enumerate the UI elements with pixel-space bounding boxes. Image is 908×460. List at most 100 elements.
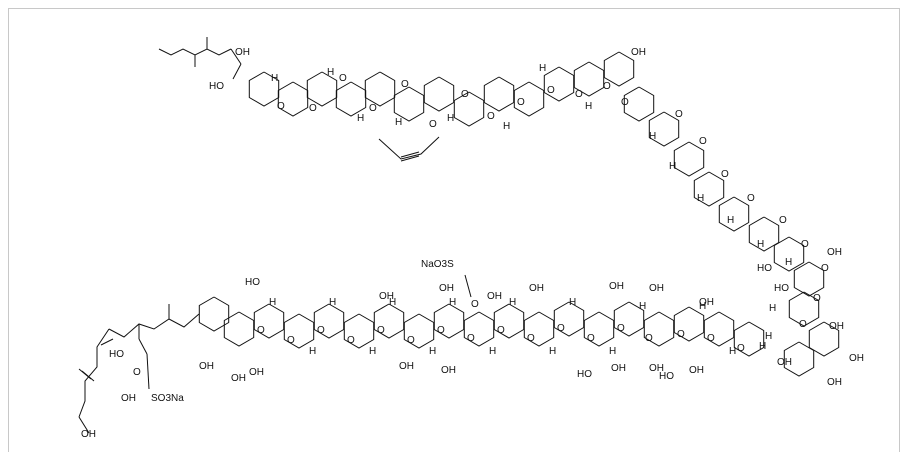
ring-oxygen-label: O (813, 293, 821, 304)
ring-oxygen-label: O (497, 325, 505, 336)
ring-oxygen-label: O (377, 325, 385, 336)
hydrogen-label: H (329, 297, 336, 308)
hydroxyl-label: OH (777, 357, 792, 368)
hydrogen-label: H (785, 257, 792, 268)
ring-oxygen-label: O (461, 89, 469, 100)
ring-oxygen-label: O (287, 335, 295, 346)
lower-ring (283, 313, 315, 349)
ring-oxygen-label: O (429, 119, 437, 130)
hydrogen-label: H (585, 101, 592, 112)
hydroxyl-label: OH (649, 363, 664, 374)
lower-ring (553, 301, 585, 337)
hydroxyl-label: OH (829, 321, 844, 332)
hydrogen-label: H (309, 346, 316, 357)
double-bond (400, 155, 420, 162)
hydrogen-label: H (765, 331, 772, 342)
hydroxyl-label: OH (439, 283, 454, 294)
ring-oxygen-label: O (557, 323, 565, 334)
ring-oxygen-label: O (277, 101, 285, 112)
right-ring (718, 196, 750, 232)
upper-ring (513, 81, 545, 117)
hydroxyl-label: OH (487, 291, 502, 302)
upper-ring (335, 81, 367, 117)
hydrogen-label: H (327, 67, 334, 78)
lower-ring (343, 313, 375, 349)
hydrogen-label: H (757, 239, 764, 250)
ring-oxygen-label: O (527, 333, 535, 344)
upper-ring (393, 86, 425, 122)
hydrogen-label: H (449, 297, 456, 308)
hydroxyl-label: HO (774, 283, 789, 294)
hydroxyl-label: OH (235, 47, 250, 58)
hydroxyl-label: OH (231, 373, 246, 384)
hydroxyl-label: OH (631, 47, 646, 58)
hydrogen-label: H (503, 121, 510, 132)
ring-oxygen-label: O (257, 325, 265, 336)
hydroxyl-label: OH (529, 283, 544, 294)
right-ring (648, 111, 680, 147)
ring-oxygen-label: O (779, 215, 787, 226)
hydrogen-label: H (699, 301, 706, 312)
hydroxyl-label: OH (249, 367, 264, 378)
ring-oxygen-label: O (487, 111, 495, 122)
ring-oxygen-label: O (317, 325, 325, 336)
hydroxyl-label: HO (109, 349, 124, 360)
upper-ring (364, 71, 396, 107)
hydrogen-label: H (669, 161, 676, 172)
ring-oxygen-label: O (407, 335, 415, 346)
lower-ring (643, 311, 675, 347)
ring-oxygen-label: O (801, 239, 809, 250)
ring-oxygen-label: O (133, 367, 141, 378)
lower-ring (433, 303, 465, 339)
hydroxyl-label: HO (245, 277, 260, 288)
hydrogen-label: H (609, 346, 616, 357)
hydrogen-label: H (447, 113, 454, 124)
hydroxyl-label: OH (81, 429, 96, 440)
ring-oxygen-label: O (547, 85, 555, 96)
hydrogen-label: H (549, 346, 556, 357)
ring-oxygen-label: O (369, 103, 377, 114)
bond (146, 353, 150, 390)
hydrogen-label: H (769, 303, 776, 314)
bond (230, 48, 242, 65)
ring-oxygen-label: O (675, 109, 683, 120)
ring-oxygen-label: O (347, 335, 355, 346)
ring-oxygen-label: O (799, 319, 807, 330)
sulfonate-label: SO3Na (151, 393, 184, 404)
upper-ring (423, 76, 455, 112)
right-ring (773, 236, 805, 272)
lower-ring (493, 303, 525, 339)
hydrogen-label: H (271, 73, 278, 84)
hydrogen-label: H (649, 131, 656, 142)
ring-oxygen-label: O (821, 263, 829, 274)
ring-oxygen-label: O (603, 81, 611, 92)
bond (138, 338, 148, 355)
double-bond (100, 338, 114, 346)
ring-oxygen-label: O (471, 299, 479, 310)
ring-oxygen-label: O (575, 89, 583, 100)
ring-oxygen-label: O (721, 169, 729, 180)
ring-oxygen-label: O (645, 333, 653, 344)
upper-ring (306, 71, 338, 107)
upper-ring (573, 61, 605, 97)
ring-oxygen-label: O (517, 97, 525, 108)
upper-ring (453, 91, 485, 127)
side-chain-top (158, 48, 232, 56)
lower-right-ring (788, 291, 820, 327)
right-ring (673, 141, 705, 177)
double-bond (81, 370, 95, 382)
hydroxyl-label: OH (689, 365, 704, 376)
hydrogen-label: H (357, 113, 364, 124)
right-ring (623, 86, 655, 122)
double-bond (400, 151, 420, 158)
hydrogen-label: H (489, 346, 496, 357)
hydroxyl-label: OH (699, 297, 714, 308)
lower-ring (403, 313, 435, 349)
hydrogen-label: H (697, 193, 704, 204)
ring-oxygen-label: O (339, 73, 347, 84)
hydroxyl-label: OH (649, 283, 664, 294)
hydrogen-label: H (269, 297, 276, 308)
hydroxyl-label: HO (659, 371, 674, 382)
hydrogen-label: H (395, 117, 402, 128)
hydrogen-label: H (429, 346, 436, 357)
